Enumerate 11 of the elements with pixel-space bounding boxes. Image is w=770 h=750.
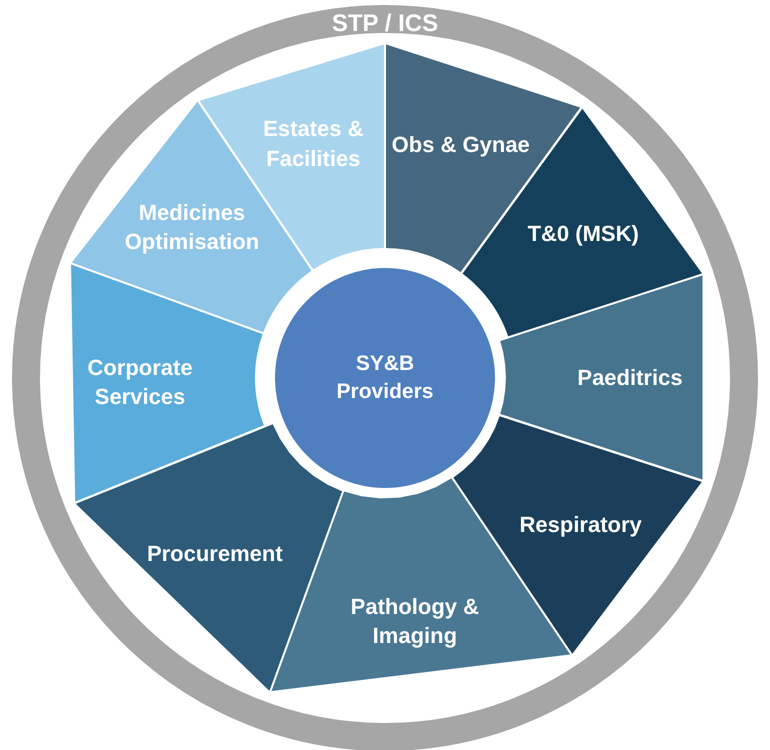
segment-label: Paeditrics bbox=[576, 364, 684, 392]
segment-label: Procurement bbox=[146, 540, 284, 568]
segment-label: Medicines Optimisation bbox=[124, 198, 260, 256]
center-label: SY&B Providers bbox=[336, 350, 434, 405]
segment-label: Estates & Facilities bbox=[262, 115, 364, 173]
ring-title: STP / ICS bbox=[330, 9, 440, 39]
segment-label: Corporate Services bbox=[86, 354, 194, 412]
segment-label: Pathology & Imaging bbox=[350, 592, 480, 650]
segment-label: T&0 (MSK) bbox=[526, 220, 640, 248]
segment-label: Obs & Gynae bbox=[390, 130, 531, 159]
segment-label: Respiratory bbox=[518, 511, 643, 540]
